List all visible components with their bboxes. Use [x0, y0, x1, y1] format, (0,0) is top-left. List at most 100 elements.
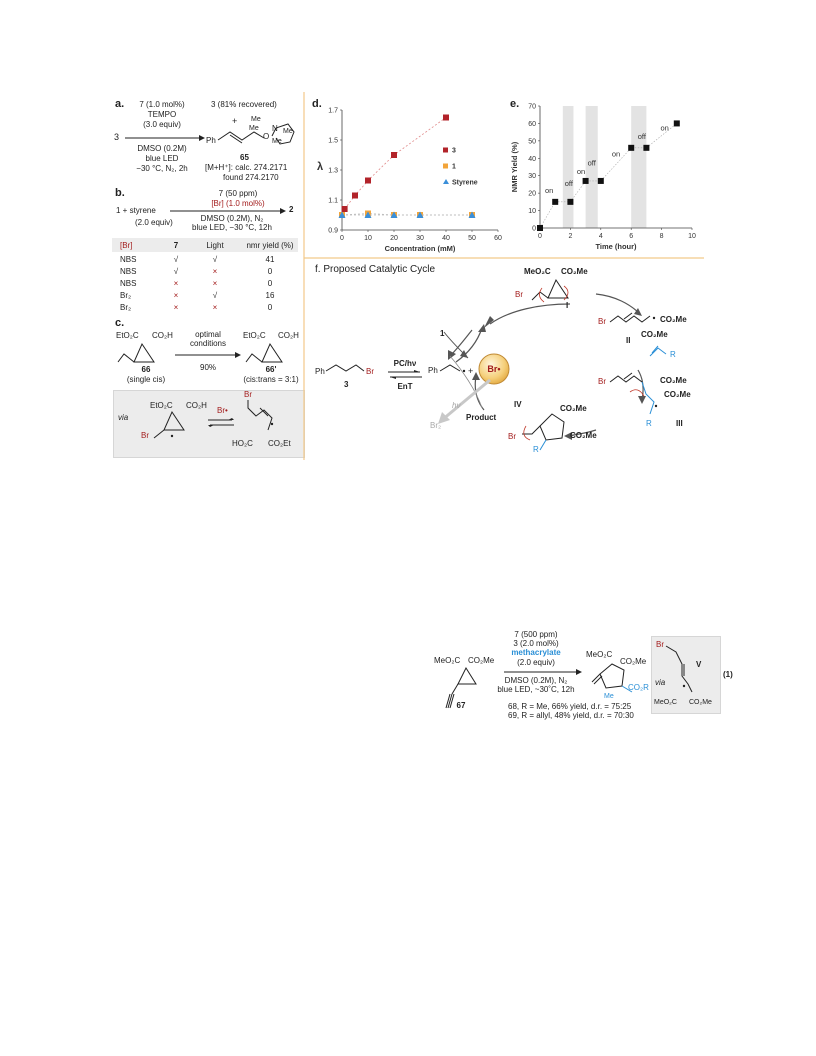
cell-br: NBS [120, 267, 137, 276]
legend-label: 3 [452, 148, 456, 155]
cell-yield: 0 [267, 267, 273, 276]
alkynyl-cyclopropane-structure [445, 666, 477, 709]
ii-r: R [670, 350, 676, 359]
off-interval-shade [562, 106, 574, 228]
cell-br: Br₂ [120, 303, 132, 312]
on-off-annotation: on [660, 123, 668, 132]
int2-acid: HO₂C [232, 439, 253, 448]
substrate-3-structure [325, 364, 365, 372]
data-point-3 [443, 114, 449, 121]
on-off-annotation: off [638, 132, 647, 141]
eq-y2: 69, R = allyl, 48% yield, d.r. = 70:30 [508, 711, 634, 720]
cell-light: √ [212, 291, 218, 300]
int2-ester: CO₂Et [268, 439, 291, 448]
recovered-text: 3 (81% recovered) [211, 100, 277, 109]
n-atom: N [272, 124, 278, 133]
data-point [597, 177, 604, 184]
i-br: Br [515, 290, 523, 299]
data-point-styrene [390, 211, 398, 218]
pr-acid: CO₂H [278, 331, 299, 340]
reactants-b: 1 + styrene [116, 206, 156, 215]
y-tick-label: 70 [528, 104, 536, 111]
i-label: I [566, 301, 569, 310]
br-radical-c: Br• [217, 406, 228, 415]
th-br: [Br] [120, 241, 133, 250]
cell-light: × [212, 267, 218, 276]
equiv-b: (2.0 equiv) [135, 218, 173, 227]
x-tick-label: 10 [364, 235, 372, 242]
cell-br: Br₂ [120, 291, 132, 300]
allene-intermediate-structure [665, 645, 693, 693]
f-ph-rad: Ph [428, 366, 438, 375]
allylic-bromide-structure [247, 400, 274, 431]
int2-br: Br [244, 390, 252, 399]
cond-b2: blue LED, −30 °C, 12h [192, 223, 272, 232]
reactant-3: 3 [114, 132, 120, 142]
ii-e2: CO₂Me [641, 330, 668, 339]
y-tick-label: 60 [528, 121, 536, 128]
eq-p-ester1: MeO₂C [586, 650, 613, 659]
y-tick-label: 10 [528, 208, 536, 215]
panel-a-label: a. [115, 98, 125, 110]
legend-label: Styrene [452, 180, 478, 187]
off-interval-shade [585, 106, 598, 228]
on-off-annotation: on [545, 186, 553, 195]
ii-br: Br [598, 317, 606, 326]
cond-a3: (3.0 equiv) [143, 120, 181, 129]
x-tick-label: 40 [442, 235, 450, 242]
eq-y1: 68, R = Me, 66% yield, d.r. = 75:25 [508, 702, 632, 711]
eq-p-ester2: CO₂Me [620, 657, 647, 666]
x-tick-label: 4 [599, 233, 603, 240]
sm-ester: EtO₂C [116, 331, 139, 340]
ms-calc: [M+H⁺]: calc. 274.2171 [205, 163, 288, 172]
eq-c3: methacrylate [511, 648, 561, 657]
panel-b-label: b. [115, 187, 125, 199]
cell-7: × [173, 291, 179, 300]
y-axis-label: λ [317, 161, 323, 173]
eq-c6: blue LED, ~30˚C, 12h [497, 685, 575, 694]
i-ester2: CO₂Me [561, 267, 588, 276]
legend-marker [443, 179, 449, 184]
via-label-v: via [655, 678, 666, 687]
eq-c2: 3 (2.0 mol%) [513, 639, 559, 648]
y-tick-label: 0.9 [328, 228, 338, 235]
data-point-3 [341, 206, 348, 212]
on-off-annotation: off [588, 158, 597, 167]
f-br2: Br₂ [430, 421, 442, 430]
sm-66: 66 [141, 365, 151, 374]
y-tick-label: 50 [528, 138, 536, 145]
y-tick-label: 40 [528, 156, 536, 163]
x-tick-label: 20 [390, 235, 398, 242]
x-tick-label: 8 [660, 233, 664, 240]
on-off-annotation: off [565, 179, 574, 188]
x-tick-label: 0 [538, 233, 542, 240]
th-7: 7 [173, 241, 179, 250]
intermediate-iv-structure [522, 413, 565, 451]
f-hv: hν [452, 401, 461, 410]
pr-ester: EtO₂C [243, 331, 266, 340]
ent-equilibrium-arrow [388, 370, 422, 379]
cond-a2: TEMPO [147, 110, 177, 119]
iii-br: Br [598, 377, 606, 386]
cond-b1: DMSO (0.2M), N₂ [200, 214, 264, 223]
cell-light: × [212, 279, 218, 288]
iv-br: Br [508, 432, 516, 441]
ii-e1: CO₂Me [660, 315, 687, 324]
iv-label: IV [514, 400, 522, 409]
data-point [673, 120, 680, 127]
sm-note: (single cis) [126, 375, 166, 384]
cyclopropane-66p-structure [245, 342, 283, 363]
iii-label: III [676, 419, 683, 428]
cell-7: × [173, 303, 179, 312]
yield-c: 90% [199, 363, 217, 372]
v-label: V [696, 660, 702, 669]
alkene-r-structure [649, 345, 667, 357]
eq-sm-67: 67 [456, 701, 466, 710]
cell-light: × [212, 303, 218, 312]
x-axis-label: Time (hour) [595, 242, 637, 251]
cell-7: √ [173, 267, 179, 276]
legend-marker [443, 147, 448, 153]
f-br-radical: Br• [487, 364, 501, 374]
i-ester1: MeO₂C [524, 267, 551, 276]
iv-r: R [533, 445, 539, 454]
